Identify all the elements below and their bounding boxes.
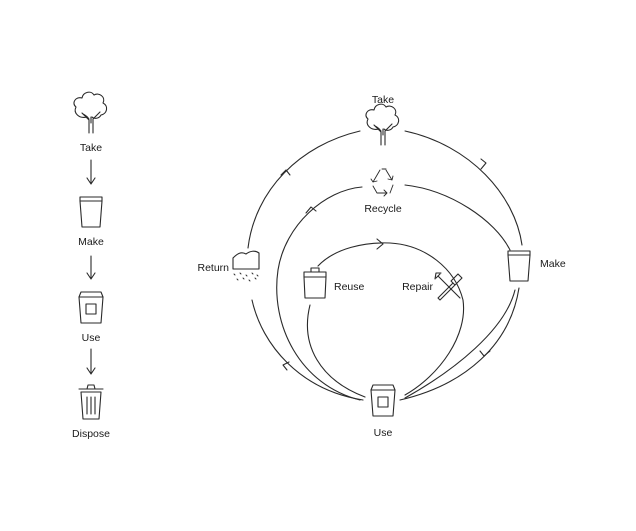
bag-icon	[370, 384, 396, 417]
soil-icon	[232, 250, 260, 282]
tools-icon	[434, 272, 463, 301]
linear-dispose-label: Dispose	[72, 428, 110, 440]
circular-take-label: Take	[372, 94, 394, 106]
circular-flow: Take Recycle Make Return Reuse	[197, 94, 565, 439]
reuse-label: Reuse	[334, 281, 365, 293]
recycle-label: Recycle	[364, 203, 402, 215]
down-arrow	[86, 255, 96, 280]
linear-make-label: Make	[78, 236, 104, 248]
arrow-head	[305, 206, 317, 214]
linear-flow: Take Make Use Dispose	[72, 91, 110, 440]
bag-icon	[78, 291, 104, 324]
tree-icon	[365, 103, 400, 146]
recycle-icon	[370, 168, 394, 197]
arrow-head	[479, 350, 491, 357]
recycle-loop	[276, 184, 516, 401]
arrow-head	[480, 158, 487, 170]
linear-take-label: Take	[80, 142, 102, 154]
arrow-head	[280, 169, 291, 176]
linear-use-label: Use	[82, 332, 101, 344]
circular-use-label: Use	[374, 427, 393, 439]
cup-icon	[79, 196, 103, 228]
tree-icon	[73, 91, 108, 134]
down-arrow	[86, 159, 96, 185]
repair-label: Repair	[402, 281, 433, 293]
cup-icon	[507, 250, 531, 282]
reuse-loop	[306, 242, 465, 398]
arrow-head	[376, 238, 384, 250]
return-label: Return	[197, 262, 229, 274]
down-arrow	[86, 348, 96, 375]
arrow-head	[282, 361, 290, 371]
jar-icon	[303, 267, 327, 299]
circular-make-label: Make	[540, 258, 566, 270]
trash-can-icon	[78, 384, 104, 420]
outer-loop	[247, 130, 523, 401]
